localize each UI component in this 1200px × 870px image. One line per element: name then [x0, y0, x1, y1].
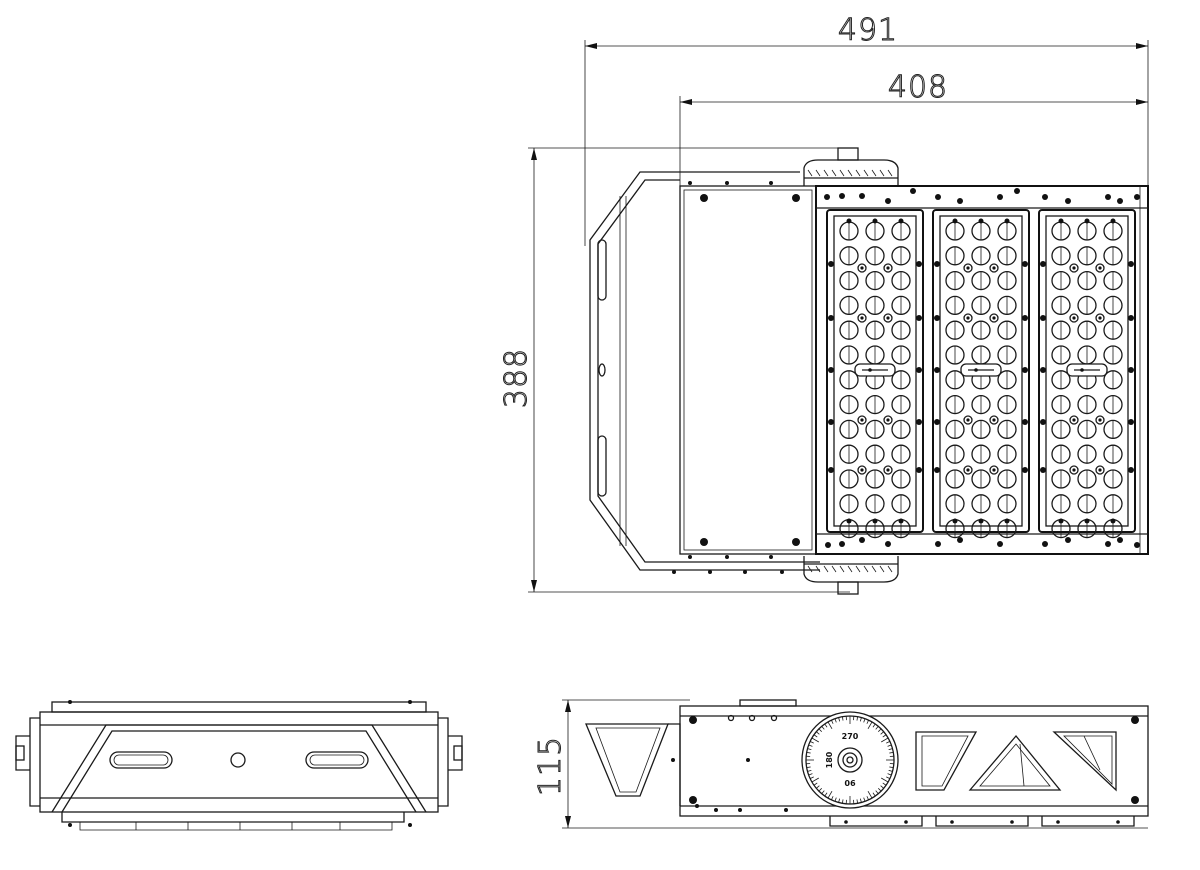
- housing-bolt: [935, 541, 941, 547]
- dimension-491: 491: [584, 13, 1149, 246]
- housing-bolt: [957, 198, 963, 204]
- dimension-label-388: 388: [499, 348, 534, 408]
- housing-bolt: [859, 537, 865, 543]
- front-view: [15, 700, 463, 831]
- dimension-label-115: 115: [533, 736, 568, 796]
- housing-bolt: [885, 541, 891, 547]
- led-module-2: [932, 209, 1030, 539]
- dial-label-270: 270: [842, 732, 859, 741]
- housing-bolt: [935, 194, 941, 200]
- housing-bolt: [1014, 188, 1020, 194]
- housing-bolt: [1105, 194, 1111, 200]
- housing-bolt: [910, 188, 916, 194]
- led-housing: [815, 185, 1149, 555]
- led-module-1: [826, 209, 924, 539]
- housing-bolt: [839, 541, 845, 547]
- housing-bolt: [839, 193, 845, 199]
- housing-bolt: [1117, 537, 1123, 543]
- dimension-label-408: 408: [888, 70, 948, 105]
- housing-bolt: [997, 194, 1003, 200]
- housing-bolt: [1105, 541, 1111, 547]
- dimension-115: 115: [533, 699, 1148, 829]
- dimension-label-491: 491: [838, 13, 898, 48]
- pivot-knob-top: [803, 147, 899, 186]
- housing-bolt: [1065, 198, 1071, 204]
- housing-bolt: [1042, 194, 1048, 200]
- mounting-bracket: [589, 171, 820, 571]
- side-view: 115: [533, 699, 1149, 829]
- dial-label-180: 180: [825, 751, 834, 768]
- housing-bolt: [1042, 541, 1048, 547]
- pivot-knob-bottom: [803, 556, 899, 595]
- dimension-408: 408: [679, 70, 1148, 186]
- housing-bolt: [1117, 198, 1123, 204]
- angle-dial: 270 180 90: [801, 711, 899, 809]
- housing-bolt: [957, 537, 963, 543]
- dimension-388: 388: [499, 147, 850, 593]
- housing-bolt: [1065, 537, 1071, 543]
- housing-bolt: [997, 541, 1003, 547]
- led-module-3: [1038, 209, 1136, 539]
- housing-bolt: [885, 198, 891, 204]
- dial-label-90: 90: [844, 778, 856, 787]
- driver-box: [672, 181, 817, 574]
- top-view: 491 408 388: [499, 13, 1149, 595]
- housing-bolt: [859, 193, 865, 199]
